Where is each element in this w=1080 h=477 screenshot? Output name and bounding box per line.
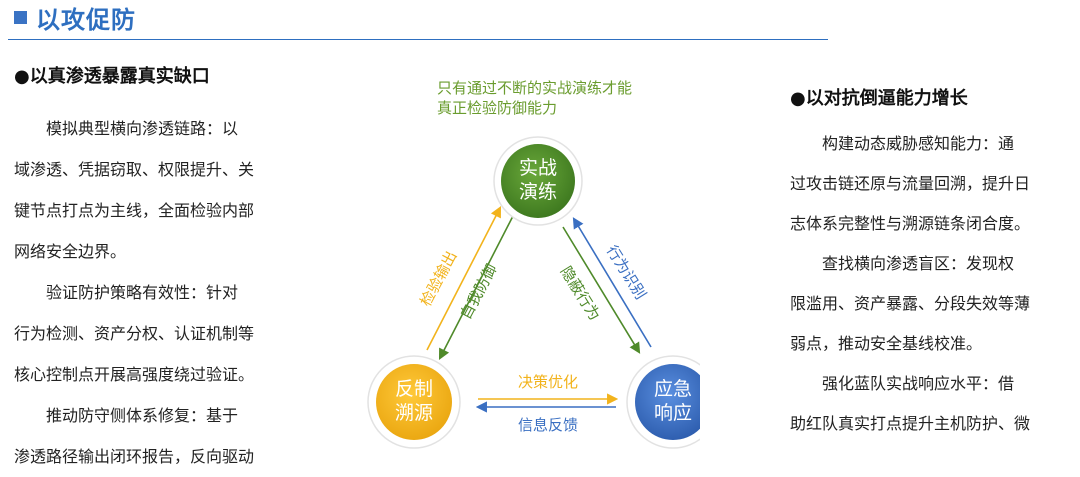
right-column: ●以对抗倒逼能力增长 构建动态威胁感知能力：通 过攻击链还原与流量回溯，提升日 … bbox=[790, 84, 1075, 444]
page-title: 以攻促防 bbox=[36, 6, 136, 34]
left-line: 域渗透、凭据窃取、权限提升、关 bbox=[14, 160, 255, 179]
header-divider bbox=[8, 39, 828, 40]
right-line: 过攻击链还原与流量回溯，提升日 bbox=[790, 174, 1031, 193]
node-right-label-2: 响应 bbox=[654, 402, 692, 424]
edge-label-left-outer: 检验输出 bbox=[417, 248, 461, 309]
left-heading: ●以真渗透暴露真实缺口 bbox=[14, 66, 210, 87]
edge-label-bottom-bottom: 信息反馈 bbox=[518, 416, 578, 434]
cycle-diagram-svg: 检验输出 自我防御 隐蔽行为 行为识别 决策优化 信息反馈 实战 演练 反制 溯… bbox=[367, 136, 720, 449]
header-square-icon bbox=[14, 11, 27, 24]
edge-label-right-outer: 行为识别 bbox=[603, 242, 650, 302]
right-line: 助红队真实打点提升主机防护、微 bbox=[790, 414, 1031, 433]
diagram-caption-line: 只有通过不断的实战演练才能 bbox=[437, 79, 633, 97]
right-line: 查找横向渗透盲区：发现权 bbox=[790, 254, 1015, 273]
node-right: 应急 响应 bbox=[626, 355, 720, 449]
arrow-right-inner bbox=[562, 226, 641, 354]
diagram-caption-line: 真正检验防御能力 bbox=[437, 99, 558, 117]
cycle-diagram: 只有通过不断的实战演练才能 真正检验防御能力 bbox=[360, 68, 720, 459]
left-line: 渗透路径输出闭环报告，反向驱动 bbox=[14, 447, 255, 466]
arrow-left-outer bbox=[426, 206, 502, 351]
left-line: 键节点打点为主线，全面检验内部 bbox=[14, 201, 255, 220]
left-column: ●以真渗透暴露真实缺口 模拟典型横向渗透链路：以 域渗透、凭据窃取、权限提升、关… bbox=[14, 62, 309, 477]
edge-label-right-inner: 隐蔽行为 bbox=[557, 263, 604, 323]
left-line: 网络安全边界。 bbox=[14, 242, 127, 261]
node-left-label-2: 溯源 bbox=[395, 402, 433, 424]
node-left: 反制 溯源 bbox=[367, 355, 461, 449]
node-top-label-1: 实战 bbox=[519, 157, 557, 179]
node-right-label-1: 应急 bbox=[654, 378, 692, 400]
arrow-left-inner bbox=[438, 215, 514, 360]
left-line: 行为检测、资产分权、认证机制等 bbox=[14, 324, 255, 343]
right-heading: ●以对抗倒逼能力增长 bbox=[790, 88, 968, 109]
left-line: 验证防护策略有效性：针对 bbox=[14, 283, 239, 302]
node-left-label-1: 反制 bbox=[395, 378, 433, 400]
edge-label-bottom-top: 决策优化 bbox=[518, 373, 578, 391]
node-top-label-2: 演练 bbox=[519, 181, 557, 203]
section-header: 以攻促防 bbox=[14, 0, 136, 35]
node-top: 实战 演练 bbox=[493, 136, 583, 226]
edge-label-left-inner: 自我防御 bbox=[457, 261, 501, 322]
right-line: 构建动态威胁感知能力：通 bbox=[790, 134, 1015, 153]
left-line: 模拟典型横向渗透链路：以 bbox=[14, 119, 239, 138]
right-line: 弱点，推动安全基线校准。 bbox=[790, 334, 983, 353]
left-line: 核心控制点开展高强度绕过验证。 bbox=[14, 365, 255, 384]
right-line: 限滥用、资产暴露、分段失效等薄 bbox=[790, 294, 1031, 313]
right-line: 强化蓝队实战响应水平：借 bbox=[790, 374, 1015, 393]
left-line: 推动防守侧体系修复：基于 bbox=[14, 406, 239, 425]
arrow-right-outer bbox=[572, 217, 652, 348]
right-line: 志体系完整性与溯源链条闭合度。 bbox=[790, 214, 1031, 233]
